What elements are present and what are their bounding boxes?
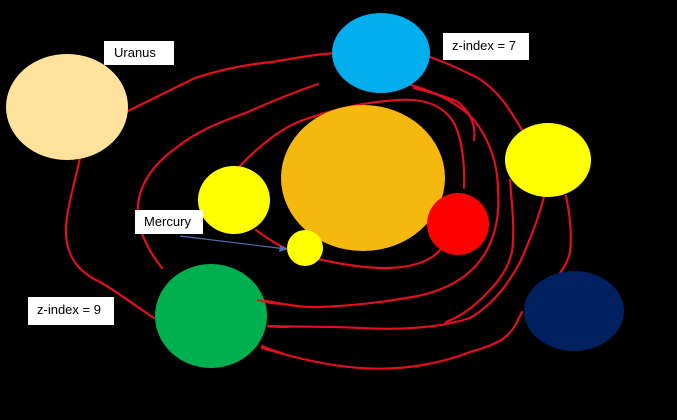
mercury-pointer-arrowhead [279, 245, 288, 252]
green-planet [155, 264, 267, 368]
orbit-line-second-ring [258, 82, 500, 309]
red-planet [427, 193, 489, 255]
orbit-line-mid-left-to-yellow [412, 86, 476, 142]
orbit-lines [64, 51, 572, 370]
orbit-overlays [256, 298, 290, 355]
mercury-pointer-line [179, 235, 287, 250]
sun-circle [281, 105, 445, 251]
orbit-line-inner-ring [236, 98, 466, 190]
z-index-top-label: z-index = 7 [443, 33, 529, 60]
orbit-line-right-down [556, 194, 572, 278]
right-yellow-planet [505, 123, 591, 197]
orbit-line-far-right [444, 178, 515, 324]
mercury-label: Mercury [135, 210, 203, 234]
mercury-pointer [179, 235, 288, 252]
uranus-label: Uranus [104, 41, 174, 65]
orbit-overlay-green-mid [266, 324, 290, 329]
uranus-planet [6, 54, 128, 160]
z-index-bottom-label: z-index = 9 [28, 297, 114, 325]
mercury-planet [287, 230, 323, 266]
orbit-line-right-mid [268, 190, 547, 330]
orbit-line-uranus-to-top [124, 51, 338, 114]
navy-planet [524, 271, 624, 351]
top-blue-planet [332, 13, 430, 93]
left-yellow-planet [198, 166, 270, 234]
orbit-line-bottom-outer [260, 310, 524, 370]
orbit-line-uranus-left-loop [64, 156, 156, 320]
orbit-overlay-green-top [256, 298, 286, 306]
orbit-overlay-green-bottom [260, 344, 284, 355]
